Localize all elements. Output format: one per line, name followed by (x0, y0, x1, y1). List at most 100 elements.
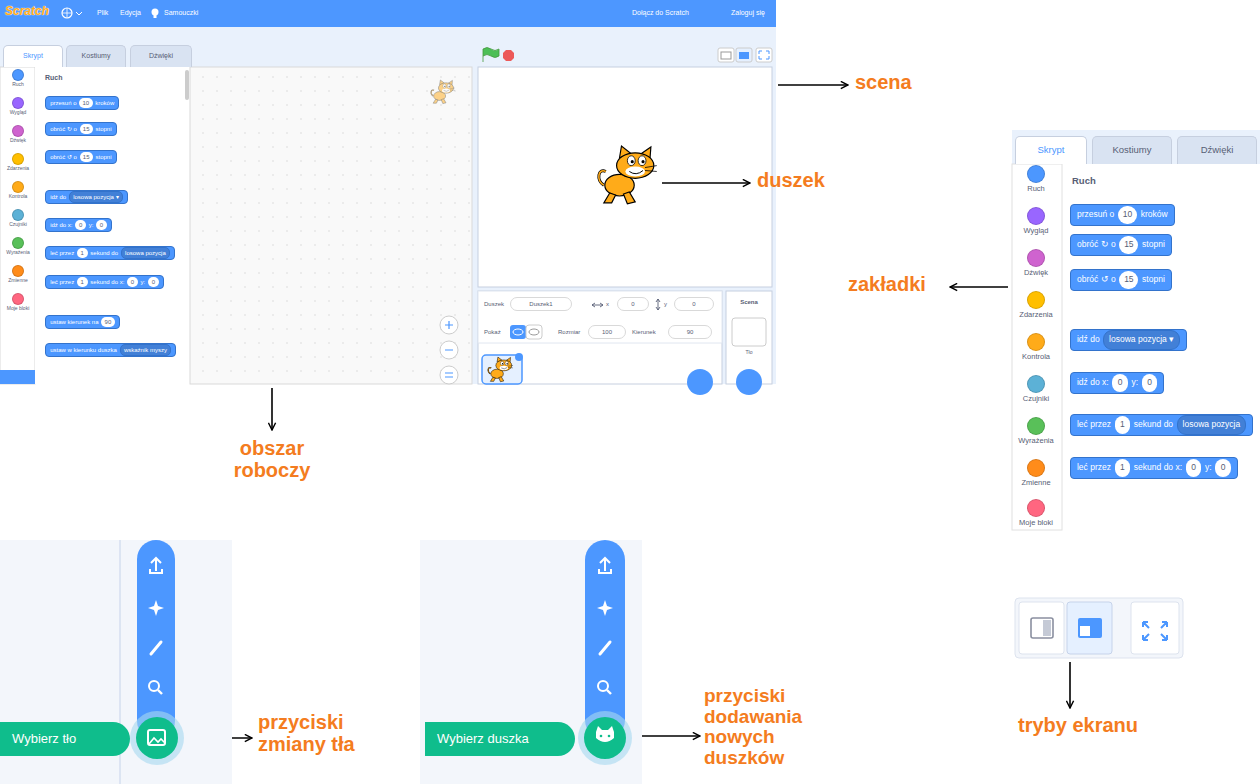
editor-tab: Dźwięki (130, 45, 192, 67)
number-input: 0 (127, 277, 138, 287)
tabs-closeup (1012, 130, 1260, 164)
menu-item: Dołącz do Scratch (632, 9, 689, 17)
number-input: 10 (1118, 206, 1137, 224)
number-input: 1 (1115, 459, 1130, 477)
block-text: sekund do x: (90, 279, 124, 286)
block-text: y: (141, 279, 146, 286)
category-label-text: Wyrażenia (1, 250, 36, 256)
sprite-buttons (596, 726, 614, 742)
annotation: przyciski zmiany tła (258, 712, 383, 755)
field-label-text: Kierunek (632, 329, 656, 335)
number-input: 15 (1119, 271, 1138, 289)
number-input: 0 (1142, 374, 1157, 392)
editor-tab-text: Dźwięki (1201, 145, 1234, 156)
input-field: 100 (588, 325, 626, 339)
sprite-buttons (599, 558, 611, 573)
code-block: ustaw w kierunku duszkawskaźnik myszy (45, 343, 176, 357)
annotation: tryby ekranu (1018, 715, 1178, 737)
category-label: Zmienne (1011, 459, 1061, 488)
choose-button: Wybierz duszka (425, 722, 575, 756)
category-label: Kontrola (1011, 333, 1061, 362)
screen-mode-buttons (1143, 622, 1167, 640)
category-dot (12, 69, 24, 81)
backdrop-buttons (137, 540, 175, 740)
block-text: obróć ↻ o (50, 126, 77, 133)
input-field-text: Duszek1 (529, 301, 552, 308)
input-field-text: 90 (687, 329, 694, 336)
category-dot (1027, 459, 1045, 477)
category-label: Czujniki (1, 209, 36, 228)
field-label-text: Pokaż (484, 329, 501, 335)
input-field: 0 (617, 297, 649, 311)
screen-mode-buttons (1043, 620, 1051, 636)
number-input: 1 (1115, 416, 1130, 434)
screen-mode-buttons (1080, 626, 1090, 636)
number-input: 0 (96, 220, 107, 230)
field-label: Scena (726, 299, 772, 306)
input-field-text: 100 (602, 329, 612, 336)
block-text: stopni (1142, 240, 1165, 250)
annotation-text: duszek (757, 169, 825, 191)
editor-screenshot (759, 51, 769, 59)
tabs-closeup (1012, 164, 1062, 530)
choose-button-text: Wybierz duszka (437, 732, 529, 747)
sprite-buttons (600, 642, 610, 654)
category-label-text: Kontrola (1011, 353, 1061, 362)
code-block: obróć ↻ o15stopni (45, 122, 117, 136)
category-label-text: Czujniki (1011, 395, 1061, 404)
number-input: 0 (75, 220, 86, 230)
block-text: sekund do (90, 250, 118, 257)
number-input: 15 (1119, 236, 1138, 254)
block-text: sekund do x: (1134, 463, 1182, 473)
palette-heading: Ruch (45, 74, 63, 82)
block-text: stopni (96, 126, 112, 133)
block-text: y: (89, 222, 94, 229)
block-text: obróć ↻ o (1077, 240, 1116, 250)
editor-tab-text: Skrypt (1038, 145, 1065, 156)
backdrop-buttons (150, 558, 162, 573)
sprite-buttons (607, 690, 611, 694)
backdrop-buttons (158, 690, 162, 694)
editor-tab: Kostiumy (66, 45, 126, 67)
input-field: 0 (674, 297, 714, 311)
block-text: przesuń o (50, 100, 76, 107)
category-label-text: Wygląd (1011, 227, 1061, 236)
editor-screenshot (529, 329, 539, 335)
block-text: idź do (50, 194, 66, 201)
category-dot (12, 209, 24, 221)
editor-screenshot (62, 8, 72, 18)
annotation: obszar roboczy (222, 438, 322, 481)
editor-screenshot (76, 12, 82, 15)
category-label-text: Ruch (1011, 185, 1061, 194)
annotation-text: obszar roboczy (234, 437, 311, 481)
editor-screenshot (478, 291, 722, 343)
editor-screenshot (190, 67, 472, 384)
block-text: idź do x: (50, 222, 72, 229)
editor-screenshot (488, 357, 513, 382)
sprite-buttons (600, 735, 603, 738)
category-label-text: Ruch (1, 82, 36, 88)
category-label-text: Czujniki (1, 222, 36, 228)
editor-tab: Kostiumy (1092, 136, 1172, 164)
editor-screenshot (732, 318, 766, 346)
category-dot (12, 181, 24, 193)
input-field-text: 0 (631, 301, 634, 308)
editor-screenshot (736, 48, 752, 62)
sprite-buttons (598, 681, 608, 691)
editor-screenshot (478, 291, 722, 384)
editor-screenshot (0, 67, 35, 384)
field-label: Duszek (484, 301, 504, 308)
block-text: leć przez (50, 250, 74, 257)
block-text: stopni (96, 154, 112, 161)
block-text: leć przez (1077, 463, 1111, 473)
editor-screenshot (0, 0, 776, 384)
code-block: idź dolosowa pozycja ▾ (45, 190, 128, 204)
block-text: kroków (1141, 210, 1168, 220)
screen-mode-buttons (1031, 618, 1053, 638)
category-dot (12, 97, 24, 109)
block-text: leć przez (1077, 420, 1111, 430)
code-block: obróć ↻ o15 stopni (1070, 234, 1172, 256)
category-label-text: Zdarzenia (1, 166, 36, 172)
editor-screenshot (445, 321, 453, 377)
number-input: 0 (148, 277, 159, 287)
